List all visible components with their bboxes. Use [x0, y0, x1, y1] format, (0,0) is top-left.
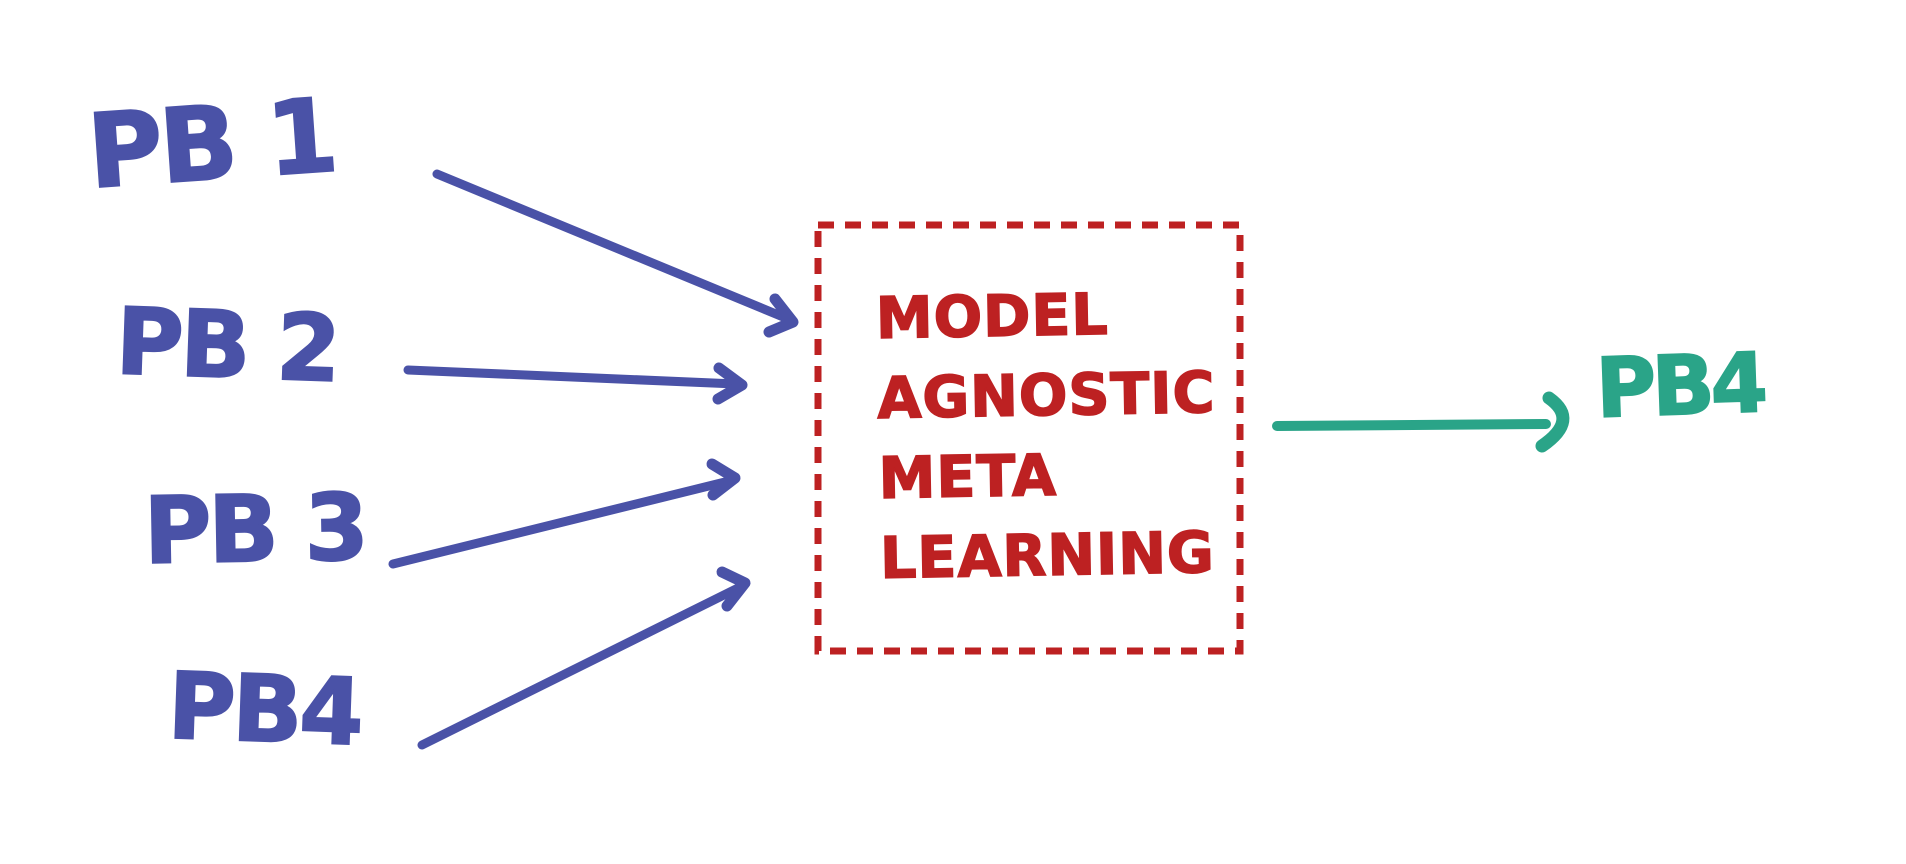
input-label-pb4: PB4 — [165, 652, 363, 768]
maml-box-line-model: MODEL — [875, 281, 1110, 353]
arrowhead-icon — [706, 458, 741, 501]
arrowhead-icon — [763, 293, 799, 338]
maml-box-line-meta: META — [877, 442, 1058, 513]
maml-box-text: MODEL AGNOSTIC META LEARNING — [875, 273, 1219, 599]
input-label-pb2: PB 2 — [113, 287, 340, 404]
arrowhead-icon — [712, 362, 748, 405]
output-label-pb4: PB4 — [1593, 335, 1766, 438]
maml-box-border — [814, 221, 1244, 655]
arrow-line — [1272, 419, 1551, 431]
arrow-line — [403, 365, 741, 389]
arrow-line — [432, 169, 793, 324]
arrow-pb3-to-box — [388, 458, 741, 569]
arrow-line — [388, 476, 734, 569]
arrow-pb2-to-box — [403, 362, 748, 405]
arrowhead-icon — [1535, 391, 1570, 453]
input-label-pb3: PB 3 — [142, 473, 367, 586]
arrowhead-icon — [716, 566, 751, 612]
arrow-box-to-pb4 — [1272, 391, 1570, 453]
arrow-pb1-to-box — [432, 169, 799, 338]
maml-box-line-agnostic: AGNOSTIC — [876, 359, 1217, 432]
input-label-pb1: PB 1 — [83, 76, 340, 214]
arrow-pb4-to-box — [417, 566, 751, 750]
arrow-line — [417, 582, 745, 750]
maml-box-line-learning: LEARNING — [879, 519, 1216, 592]
